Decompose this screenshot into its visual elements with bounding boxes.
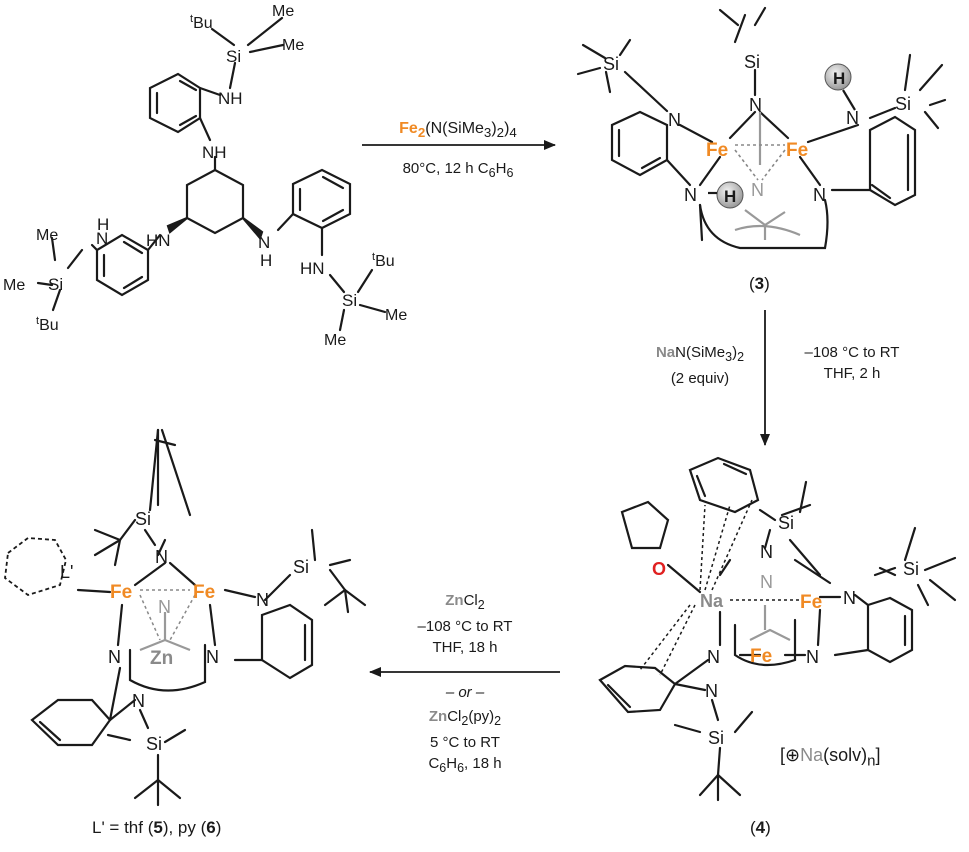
svg-text:Na: Na	[700, 591, 724, 611]
step3-or: – or –	[445, 684, 485, 701]
me-label: Me	[36, 227, 58, 244]
dashed-ring	[4, 537, 67, 596]
hn-label: HN	[146, 231, 171, 250]
svg-text:N: N	[256, 590, 269, 610]
svg-text:N: N	[813, 185, 826, 205]
compound-3-structure	[576, 6, 947, 250]
me-label: Me	[385, 307, 407, 324]
me-label: Me	[3, 277, 25, 294]
svg-text:N: N	[684, 185, 697, 205]
svg-text:N: N	[155, 547, 168, 567]
svg-text:Si: Si	[135, 509, 151, 529]
svg-text:N: N	[132, 691, 145, 711]
nh-label: NH	[202, 143, 227, 162]
svg-text:Fe: Fe	[786, 140, 808, 161]
svg-text:Fe: Fe	[706, 140, 728, 161]
svg-text:L': L'	[60, 562, 73, 582]
n-label: N	[96, 229, 108, 248]
compound-3-labels: Si Si Si N N N N N N Fe Fe H H	[603, 52, 911, 206]
svg-text:Si: Si	[708, 728, 724, 748]
compound-5-6-labels: L' Fe Fe Si N N Si N N Zn N N Si	[60, 509, 309, 754]
compound-5-6-label: L' = thf (5), py (6)	[92, 818, 222, 837]
svg-text:N: N	[843, 588, 856, 608]
n-label: N	[258, 233, 270, 252]
me-label: Me	[272, 3, 294, 20]
tbu-label: tBu	[36, 315, 59, 334]
compound-4-label: (4)	[750, 818, 771, 837]
svg-text:N: N	[760, 542, 773, 562]
compound-5-6-structure	[30, 428, 367, 807]
svg-text:N: N	[705, 681, 718, 701]
svg-text:N: N	[749, 95, 762, 115]
si-label: Si	[226, 47, 241, 66]
svg-text:Si: Si	[603, 54, 619, 74]
step3-conditions-alt: ZnCl2(py)2 5 °C to RT C6H6, 18 h	[428, 708, 502, 775]
compound-3-gray	[734, 112, 801, 240]
svg-text:N: N	[760, 572, 773, 592]
svg-text:N: N	[806, 647, 819, 667]
svg-text:H: H	[724, 187, 736, 206]
h-ball-top	[824, 63, 852, 91]
svg-text:Si: Si	[903, 559, 919, 579]
si-label: Si	[342, 291, 357, 310]
ligand-structure	[36, 16, 387, 332]
tbu-label: tBu	[190, 13, 213, 32]
compound-4-dashes	[639, 499, 800, 676]
step1-conditions: 80°C, 12 h C6H6	[402, 160, 514, 180]
hn-label: HN	[300, 259, 325, 278]
svg-text:Si: Si	[778, 513, 794, 533]
svg-text:Fe: Fe	[193, 582, 215, 603]
h-label: H	[260, 251, 272, 270]
svg-text:N: N	[751, 180, 764, 200]
compound-3-label: (3)	[749, 274, 770, 293]
svg-text:Fe: Fe	[110, 582, 132, 603]
compound-5-6-gray	[139, 612, 191, 652]
step1-reagent: Fe2(N(SiMe3)2)4	[399, 120, 517, 141]
si-label: Si	[48, 275, 63, 294]
compound-4-gray	[749, 605, 791, 641]
svg-text:N: N	[108, 647, 121, 667]
step2-reagent: NaN(SiMe3)2 (2 equiv)	[655, 344, 745, 387]
svg-text:N: N	[668, 110, 681, 130]
svg-text:Si: Si	[895, 94, 911, 114]
svg-text:Fe: Fe	[800, 592, 822, 613]
svg-text:N: N	[846, 108, 859, 128]
h-ball-bottom	[716, 181, 744, 209]
svg-text:N: N	[158, 597, 171, 617]
svg-text:H: H	[833, 69, 845, 88]
svg-text:Si: Si	[293, 557, 309, 577]
ligand-labels: tBu Me Me Si NH NH HN N H N H Me Me Si t…	[3, 3, 407, 349]
svg-text:Zn: Zn	[150, 648, 173, 669]
svg-text:Si: Si	[146, 734, 162, 754]
compound-3-dashes	[734, 144, 786, 181]
me-label: Me	[282, 37, 304, 54]
nh-label: NH	[218, 89, 243, 108]
svg-text:Si: Si	[744, 52, 760, 72]
me-label: Me	[324, 332, 346, 349]
compound-4-structure	[598, 456, 957, 802]
tbu-label: tBu	[372, 251, 395, 270]
step3-conditions: ZnCl2 –108 °C to RT THF, 18 h	[417, 592, 513, 656]
svg-text:N: N	[206, 647, 219, 667]
counter-ion: [⊕Na(solv)n]	[780, 745, 881, 770]
svg-text:O: O	[652, 559, 666, 579]
svg-text:N: N	[707, 647, 720, 667]
h-label: H	[97, 215, 109, 234]
svg-text:Fe: Fe	[750, 646, 772, 667]
compound-4-labels: O Na Si N N Fe Fe Si N N N N Si	[652, 513, 919, 748]
compound-5-6-dashes	[139, 589, 196, 641]
